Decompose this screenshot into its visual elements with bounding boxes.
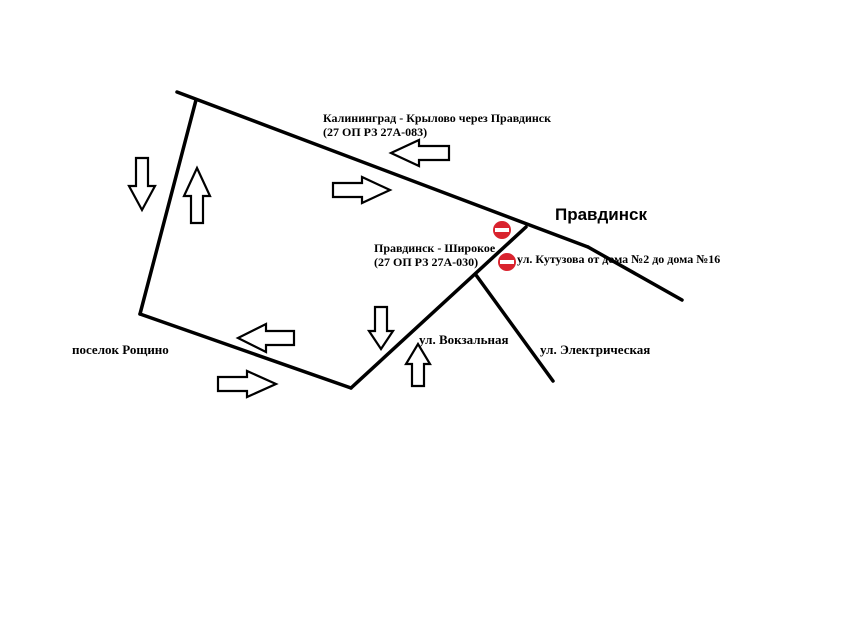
street-label-electricheskaya: ул. Электрическая	[540, 342, 651, 357]
no-entry-sign-icon	[498, 253, 516, 271]
street-electricheskaya-line	[474, 273, 555, 383]
road-label-pravdinsk-shirokoe: Правдинск - Широкое (27 ОП РЗ 27А-030)	[374, 241, 496, 270]
direction-arrow-icon	[388, 138, 451, 168]
detour-south-segment	[138, 312, 353, 390]
main-road-segment	[175, 90, 590, 249]
town-label-pravdinsk: Правдинск	[555, 205, 647, 224]
no-entry-sign-icon	[493, 221, 511, 239]
street-label-kutuzova: ул. Кутузова от дома №2 до дома №16	[517, 252, 721, 266]
road-pravdinsk-shirokoe	[349, 225, 528, 390]
direction-arrow-icon	[235, 322, 296, 354]
direction-arrow-icon	[366, 305, 396, 351]
road-2-name: Правдинск - Широкое	[374, 241, 496, 255]
direction-arrow-icon	[216, 369, 279, 399]
direction-arrow-icon	[127, 156, 157, 213]
street-label-vokzalnaya: ул. Вокзальная	[419, 332, 509, 347]
direction-arrow-icon	[404, 341, 432, 388]
village-label-roshchino: поселок Рощино	[72, 342, 169, 357]
direction-arrow-icon	[331, 175, 393, 205]
road-1-name: Калининград - Крылово через Правдинск	[323, 111, 552, 125]
road-label-kaliningrad-krylovo: Калининград - Крылово через Правдинск (2…	[323, 111, 552, 140]
road-1-code: (27 ОП РЗ 27А-083)	[323, 124, 428, 139]
road-2-code: (27 ОП РЗ 27А-030)	[374, 254, 479, 269]
road-east-pravdinsk	[586, 245, 684, 302]
direction-arrow-icon	[182, 165, 212, 225]
detour-west-segment	[138, 98, 198, 316]
